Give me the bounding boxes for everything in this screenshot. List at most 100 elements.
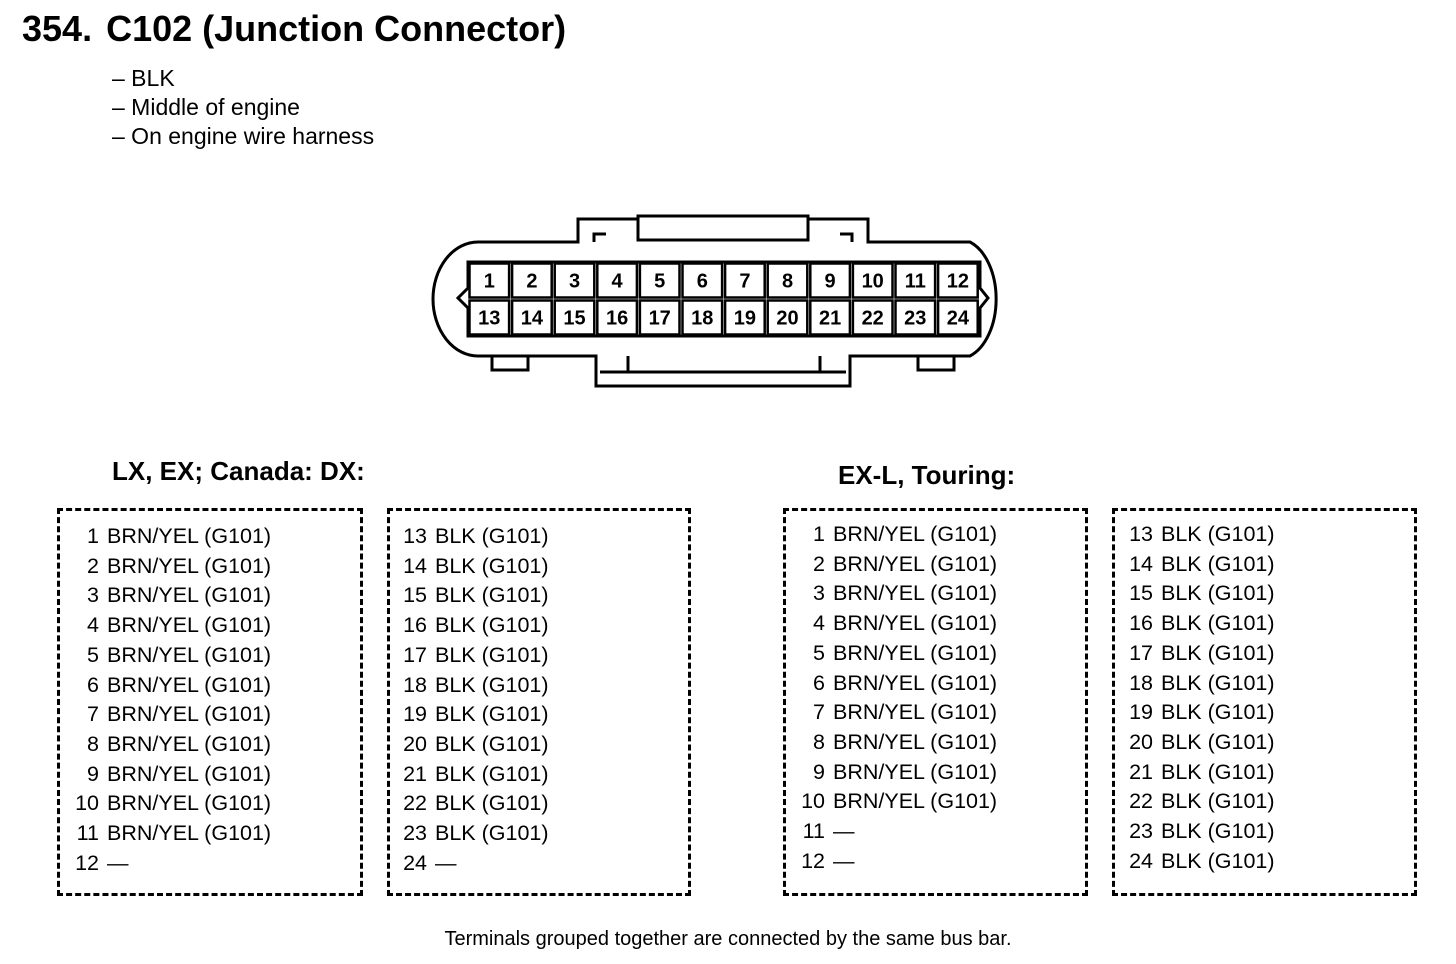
wire-color: BLK (G101) xyxy=(1161,581,1275,606)
pin-cavity-label: 3 xyxy=(569,271,580,293)
pin-cavity-label: 21 xyxy=(819,308,841,330)
pin-number: 3 xyxy=(87,583,99,608)
wire-color: BLK (G101) xyxy=(1161,522,1275,546)
pin-cavity xyxy=(681,262,724,299)
wire-color: BRN/YEL (G101) xyxy=(833,611,998,636)
pin-cavity-label: 1 xyxy=(484,271,495,293)
pin-number: 18 xyxy=(403,672,427,697)
wire-color: BLK (G101) xyxy=(435,642,549,667)
wire-color: BRN/YEL (G101) xyxy=(833,670,998,695)
connector-top-latch xyxy=(592,219,854,242)
pin-cavity-label: 2 xyxy=(526,271,537,293)
wire-color: BLK (G101) xyxy=(1161,640,1275,665)
bus-bar-footnote: Terminals grouped together are connected… xyxy=(444,928,1012,950)
pin-number: 19 xyxy=(1129,700,1153,725)
wire-color: BLK (G101) xyxy=(435,761,549,786)
pin-number: 4 xyxy=(813,611,825,636)
group-title-exl-touring: EX-L, Touring: xyxy=(838,460,1016,490)
pin-cavity-label: 14 xyxy=(521,308,544,330)
pin-number: 1 xyxy=(813,522,825,546)
wire-color: — xyxy=(107,850,129,875)
note-color: – BLK xyxy=(112,65,175,91)
connector-bottom-key xyxy=(490,356,956,374)
pin-cavity-label: 4 xyxy=(612,271,624,293)
pin-cavity xyxy=(809,262,852,299)
pin-cavity-label: 17 xyxy=(649,308,671,330)
diagram-number: 354. xyxy=(22,8,93,49)
wire-color: BRN/YEL (G101) xyxy=(107,642,272,667)
pin-cavity xyxy=(936,262,979,299)
pin-number: 15 xyxy=(1129,581,1153,606)
wire-color: BRN/YEL (G101) xyxy=(107,702,272,727)
connector-housing-outer xyxy=(431,214,998,388)
pin-number: 6 xyxy=(813,670,825,695)
pin-cavity xyxy=(468,262,511,299)
pin-cavity-label: 15 xyxy=(563,308,585,330)
pin-number: 22 xyxy=(1129,789,1153,814)
pin-number: 9 xyxy=(813,759,825,784)
pin-cavity xyxy=(809,299,852,336)
pin-row: 1 BRN/YEL (G101) xyxy=(795,520,997,550)
pin-cavity-label: 19 xyxy=(734,308,756,330)
pin-number: 22 xyxy=(403,791,427,816)
wire-color: BRN/YEL (G101) xyxy=(833,522,998,546)
pin-number: 18 xyxy=(1129,670,1153,695)
wire-color: BLK (G101) xyxy=(1161,759,1275,784)
wire-color: — xyxy=(435,850,457,875)
pin-number: 8 xyxy=(813,729,825,754)
wire-color: BRN/YEL (G101) xyxy=(107,761,272,786)
pin-cavity xyxy=(468,299,511,336)
wire-color: BRN/YEL (G101) xyxy=(107,553,272,578)
pin-number: 19 xyxy=(403,702,427,727)
pin-cavity-label: 9 xyxy=(825,271,836,293)
pin-number: 17 xyxy=(1129,640,1153,665)
pin-cavity xyxy=(596,262,639,299)
wire-color: BRN/YEL (G101) xyxy=(833,640,998,665)
pin-cavity-label: 11 xyxy=(905,271,926,293)
group-title-lx-ex-dx: LX, EX; Canada: DX: xyxy=(112,456,365,486)
connector-title: C102 (Junction Connector) xyxy=(106,8,567,49)
pin-row: 19 BLK (G101) xyxy=(1123,698,1275,728)
wire-color: BLK (G101) xyxy=(1161,700,1275,725)
pin-cavity xyxy=(596,299,639,336)
pin-cavity-label: 22 xyxy=(862,308,884,330)
connector-notes: – BLK – Middle of engine – On engine wir… xyxy=(112,64,374,151)
pin-cavity xyxy=(638,262,681,299)
wire-color: BLK (G101) xyxy=(435,821,549,846)
pin-row: 11— xyxy=(795,817,997,847)
pin-number: 16 xyxy=(1129,611,1153,636)
wire-color: BRN/YEL (G101) xyxy=(833,581,998,606)
wire-color: BLK (G101) xyxy=(435,791,549,816)
pin-row: 12— xyxy=(795,847,997,877)
wire-color: BLK (G101) xyxy=(435,583,549,608)
wire-color: BLK (G101) xyxy=(1161,848,1275,873)
pin-row: 22 BLK (G101) xyxy=(397,789,549,819)
pin-row: 2 BRN/YEL (G101) xyxy=(69,552,271,582)
wire-color: BLK (G101) xyxy=(1161,611,1275,636)
pin-number: 8 xyxy=(87,731,99,756)
pin-row: 18 BLK (G101) xyxy=(1123,669,1275,699)
wire-color: BLK (G101) xyxy=(1161,670,1275,695)
wire-color: BRN/YEL (G101) xyxy=(107,731,272,756)
pin-cavity xyxy=(723,262,766,299)
pin-number: 1 xyxy=(87,524,99,548)
pin-cavity-label: 7 xyxy=(739,271,750,293)
wire-color: BRN/YEL (G101) xyxy=(833,729,998,754)
pin-cavity xyxy=(723,299,766,336)
pin-number: 17 xyxy=(403,642,427,667)
wire-color: BRN/YEL (G101) xyxy=(833,759,998,784)
pin-number: 2 xyxy=(87,553,99,578)
